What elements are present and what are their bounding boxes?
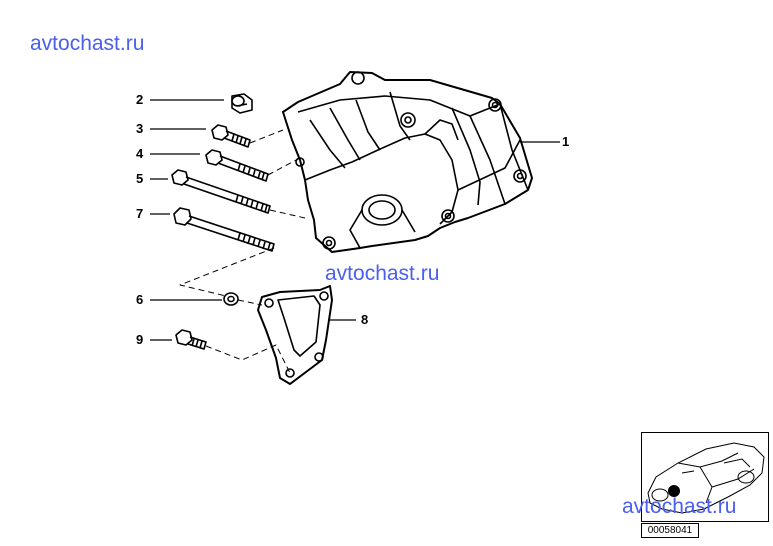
assembly-lines xyxy=(179,129,306,374)
plate-part-8 xyxy=(257,285,333,385)
bolt-part-7 xyxy=(173,207,275,252)
bracket-part-1 xyxy=(282,71,533,253)
callout-7: 7 xyxy=(136,206,144,221)
bolt-part-3 xyxy=(211,124,251,148)
watermark-bottom: avtochast.ru xyxy=(622,495,737,518)
leader-lines xyxy=(150,99,560,341)
callout-4: 4 xyxy=(136,146,144,161)
callout-1: 1 xyxy=(562,134,570,149)
bolt-part-5 xyxy=(171,169,271,214)
washer-part-6 xyxy=(223,292,239,306)
callout-5: 5 xyxy=(136,171,144,186)
car-locator-thumbnail xyxy=(641,432,769,522)
callout-2: 2 xyxy=(136,92,144,107)
watermark-top: avtochast.ru xyxy=(30,32,145,55)
callout-6: 6 xyxy=(136,292,144,307)
location-marker-icon xyxy=(668,485,680,497)
watermark-middle: avtochast.ru xyxy=(325,262,440,285)
catalog-code-label: 00058041 xyxy=(641,523,699,538)
bolt-part-9 xyxy=(175,329,207,350)
callout-8: 8 xyxy=(361,312,369,327)
bolt-part-4 xyxy=(205,149,269,182)
car-outline-icon xyxy=(647,442,765,514)
sleeve-part-2 xyxy=(231,93,253,114)
callout-9: 9 xyxy=(136,332,144,347)
callout-3: 3 xyxy=(136,121,144,136)
